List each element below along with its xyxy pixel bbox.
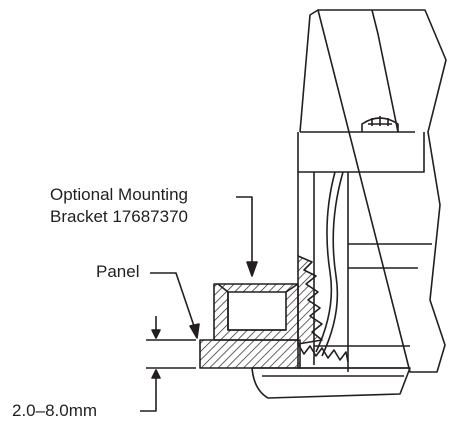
thickness-label: 2.0–8.0mm <box>12 401 98 420</box>
base-rail <box>251 367 411 399</box>
mounting-bracket <box>213 283 299 341</box>
device-housing <box>297 9 447 373</box>
thickness-dimension <box>140 316 196 412</box>
bracket-label-line1: Optional Mounting <box>50 185 188 204</box>
latch-teeth <box>297 255 349 363</box>
bracket-leader <box>236 196 258 277</box>
panel-leader <box>150 272 200 339</box>
bracket-label-line2: Bracket 17687370 <box>50 207 188 226</box>
panel-label: Panel <box>96 262 140 281</box>
panel-plate <box>199 339 301 369</box>
